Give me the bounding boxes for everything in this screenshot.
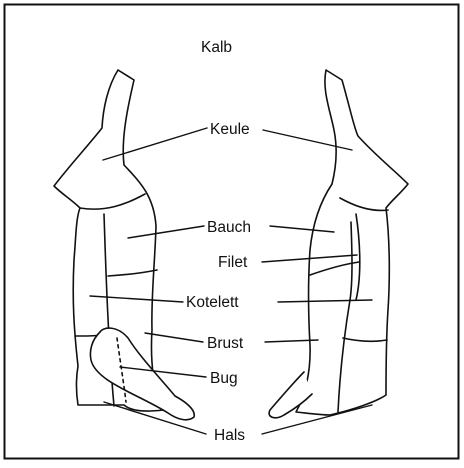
- leader-keule-right: [263, 130, 352, 150]
- label-filet: Filet: [218, 254, 248, 271]
- leader-brust-left: [145, 333, 203, 342]
- right-carcass: [269, 70, 408, 418]
- left-bauch-boundary: [108, 270, 157, 276]
- right-keule-boundary: [340, 198, 388, 210]
- label-brust: Brust: [207, 335, 244, 352]
- label-bug: Bug: [210, 370, 238, 387]
- labels: Kalb Keule Bauch Filet Kotelett Brust Bu…: [186, 39, 251, 444]
- right-spine-line: [338, 300, 350, 412]
- right-filet-line-inner: [350, 222, 352, 300]
- leader-keule-left: [103, 128, 207, 160]
- leader-kotelett-left: [90, 296, 183, 302]
- label-bauch: Bauch: [207, 219, 251, 236]
- left-keule-boundary: [80, 194, 145, 209]
- leader-bauch-right: [270, 226, 334, 232]
- right-filet-line-outer: [356, 214, 360, 300]
- leader-bauch-left: [128, 226, 204, 238]
- right-kotelett-boundary: [343, 338, 387, 341]
- label-kotelett: Kotelett: [186, 294, 239, 311]
- diagram-title: Kalb: [201, 39, 232, 56]
- leader-kotelett-right: [278, 300, 372, 302]
- label-keule: Keule: [210, 121, 250, 138]
- right-bug-outline: [269, 372, 312, 418]
- label-hals: Hals: [214, 427, 245, 444]
